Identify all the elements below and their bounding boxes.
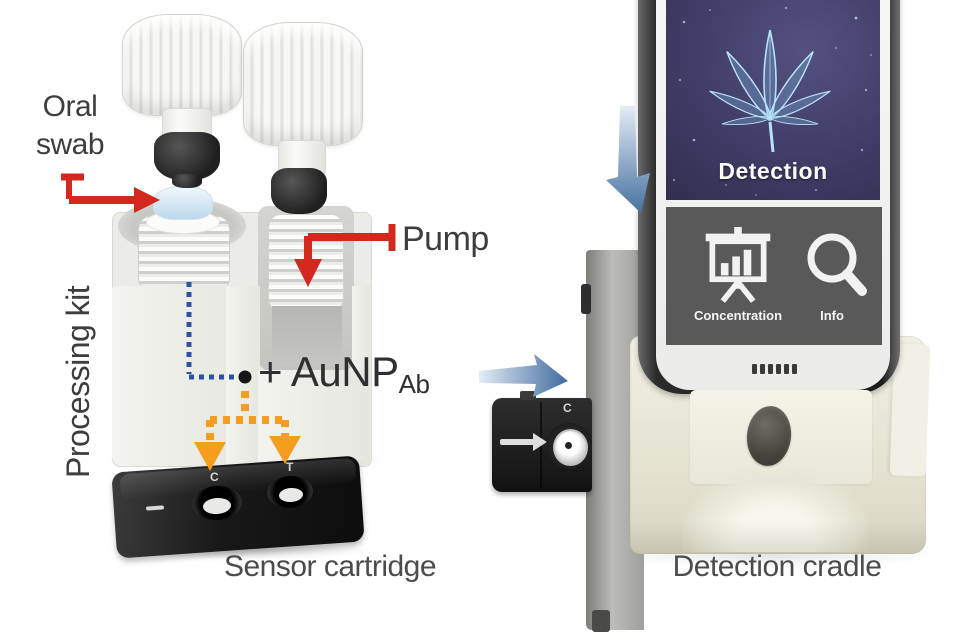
- menu-label-info[interactable]: Info: [820, 308, 844, 323]
- oral-swab-label: Oral swab: [35, 90, 105, 161]
- cannabis-leaf-screen: [666, 0, 880, 200]
- sensor-mark-test: T: [286, 460, 294, 474]
- presentation-chart-icon[interactable]: [700, 224, 776, 306]
- cradle-side-foot: [592, 610, 610, 632]
- swab-cap: [122, 14, 242, 116]
- pump-cap-plug: [271, 168, 327, 214]
- insert-direction-mark: [500, 439, 534, 445]
- insert-direction-tip: [533, 433, 547, 451]
- pump-neck: [268, 214, 344, 312]
- screen-detection-title: Detection: [718, 158, 828, 184]
- cradle-notch-highlight: [682, 468, 868, 552]
- detection-cradle-label: Detection cradle: [672, 550, 882, 583]
- home-button-grille[interactable]: [752, 364, 797, 374]
- inserted-cartridge-tab: [520, 391, 536, 400]
- sensor-mark-control: C: [210, 470, 219, 484]
- sensor-cartridge-label: Sensor cartridge: [223, 550, 437, 583]
- pump-cap: [243, 22, 363, 146]
- magnifier-icon[interactable]: [804, 230, 868, 300]
- oral-swab-tip: [153, 186, 213, 220]
- processing-kit-label: Processing kit: [60, 285, 96, 478]
- reagent-label-subscript: Ab: [398, 369, 430, 399]
- cartridge-knob-dot: [565, 442, 572, 449]
- cradle-side-button: [581, 284, 591, 314]
- menu-label-concentration[interactable]: Concentration: [693, 308, 783, 323]
- cradle-bottom-shade: [630, 520, 926, 554]
- star-dots: [672, 6, 872, 196]
- inserted-cartridge-mark: C: [563, 401, 572, 415]
- screen-divider: [666, 200, 882, 207]
- swab-cap-plug: [154, 132, 220, 180]
- swab-cap-plug-tip: [172, 174, 202, 188]
- cartridge-knob[interactable]: [553, 429, 588, 466]
- cannabis-leaf-icon: [709, 29, 831, 153]
- reagent-label: + AuNPAb: [258, 348, 430, 399]
- screen-background: [666, 0, 880, 200]
- pump-cavity: [272, 306, 342, 366]
- kit-front-mid: [226, 286, 260, 466]
- reagent-label-main: + AuNP: [258, 348, 399, 395]
- pump-label: Pump: [402, 220, 489, 258]
